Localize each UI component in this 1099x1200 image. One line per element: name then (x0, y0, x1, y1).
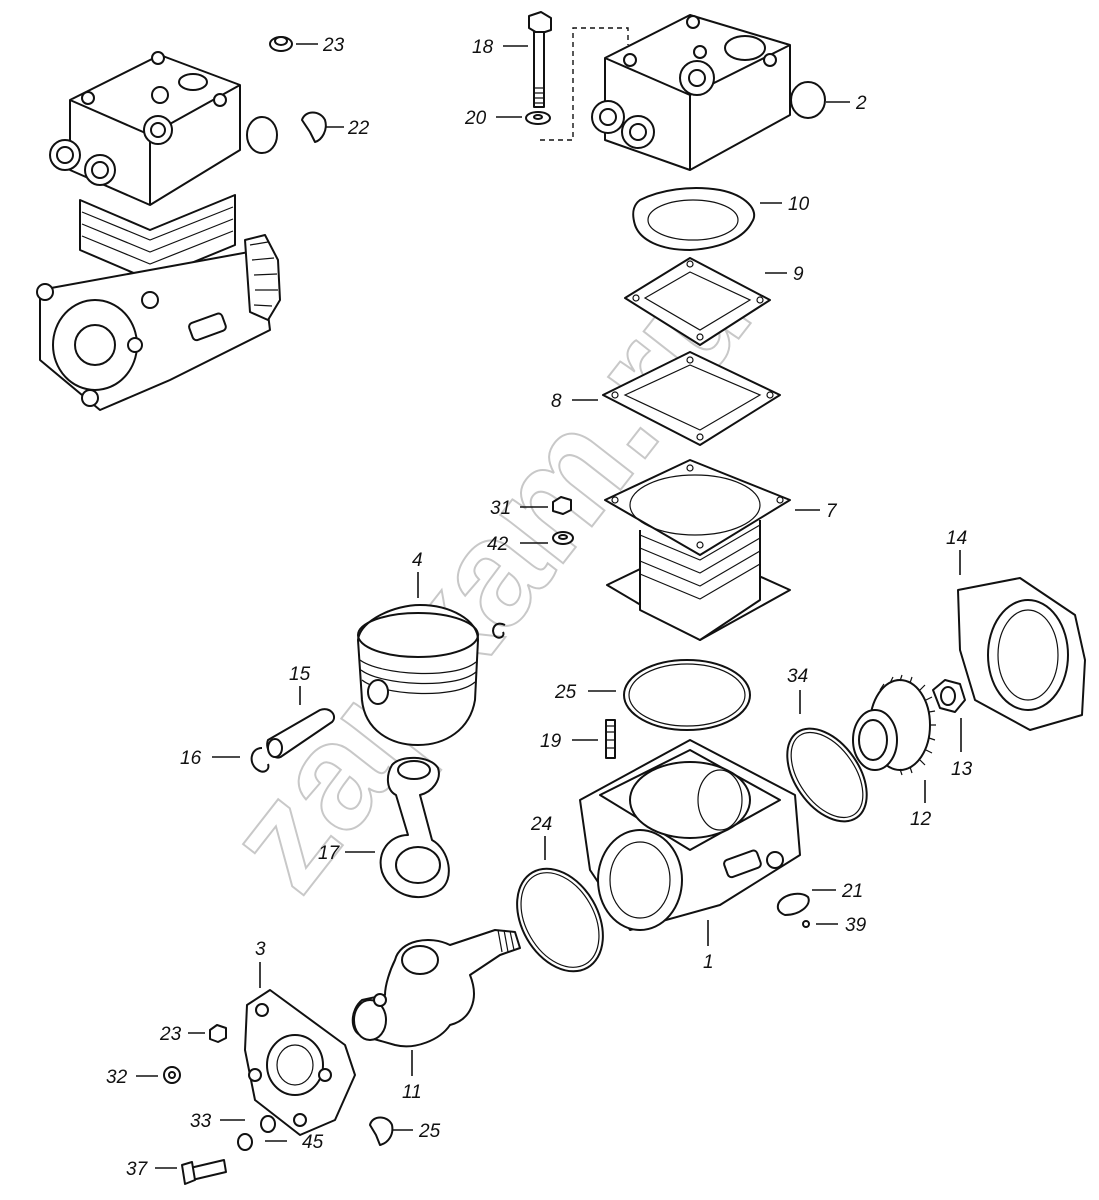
part-21-cover-plate (776, 892, 810, 916)
part-12-gear (852, 674, 936, 776)
part-33-washer (260, 1115, 276, 1133)
part-2-cylinder-head (591, 14, 826, 171)
label-part-19: 19 (540, 731, 562, 752)
assembled-compressor (36, 51, 281, 411)
label-part-37: 37 (126, 1159, 149, 1180)
label-part-2: 2 (855, 93, 867, 114)
part-45-washer (237, 1133, 253, 1151)
label-part-16: 16 (180, 748, 202, 769)
part-11-crankshaft (351, 929, 521, 1048)
label-part-22: 22 (347, 118, 370, 139)
label-part-14: 14 (946, 528, 967, 549)
label-part-32: 32 (106, 1067, 128, 1088)
part-25-clip-bottom (369, 1116, 394, 1146)
label-part-13: 13 (951, 759, 973, 780)
part-34-o-ring (786, 727, 868, 823)
label-part-21: 21 (841, 881, 863, 902)
label-part-1: 1 (703, 952, 714, 973)
label-part-9: 9 (793, 264, 804, 285)
label-part-8: 8 (551, 391, 562, 412)
label-part-25-mid: 25 (554, 682, 577, 703)
part-14-housing (957, 577, 1086, 731)
leader-lines (136, 43, 962, 1169)
label-part-18: 18 (472, 37, 494, 58)
part-4-piston (357, 604, 479, 746)
label-part-4: 4 (412, 550, 423, 571)
label-part-15: 15 (289, 664, 311, 685)
label-part-39: 39 (845, 915, 867, 936)
part-16-clip (250, 747, 270, 773)
part-20-washer (525, 111, 551, 125)
part-3-end-cover (244, 989, 356, 1136)
part-17-connecting-rod (379, 756, 450, 899)
label-part-20: 20 (464, 108, 487, 129)
label-part-12: 12 (910, 809, 932, 830)
label-part-23-top: 23 (322, 35, 345, 56)
part-42-washer (552, 531, 574, 545)
label-part-42: 42 (487, 534, 509, 555)
part-15-pin (266, 708, 336, 759)
label-part-31: 31 (490, 498, 511, 519)
part-37-bolt (181, 1159, 227, 1185)
label-part-33: 33 (190, 1111, 212, 1132)
part-25-o-ring (623, 659, 751, 731)
part-1-crankcase (579, 739, 801, 931)
label-part-3: 3 (255, 939, 266, 960)
label-part-34: 34 (787, 666, 808, 687)
part-22-clip (301, 111, 327, 143)
part-39-screw (802, 920, 810, 928)
part-7-cylinder (604, 459, 791, 641)
part-10-gasket (632, 187, 755, 251)
label-part-7: 7 (826, 501, 838, 522)
part-13-nut (932, 679, 966, 713)
label-part-17: 17 (318, 843, 341, 864)
part-8-gasket (602, 351, 781, 446)
part-31-nut (552, 496, 572, 515)
label-part-11: 11 (402, 1082, 422, 1103)
part-23-nut-bottom (209, 1024, 227, 1043)
label-part-45: 45 (302, 1132, 324, 1153)
part-19-stud (605, 719, 616, 759)
part-piston-ring-clip (492, 622, 506, 639)
part-9-gasket (624, 257, 771, 346)
part-23-nut-top (269, 36, 293, 52)
part-24-o-ring (516, 867, 604, 973)
part-18-bolt (528, 11, 552, 108)
part-32-washer (163, 1066, 181, 1084)
assembly-bracket (540, 27, 629, 141)
part-labels: 23 22 18 20 2 10 9 8 7 31 42 4 15 16 17 … (106, 35, 973, 1180)
label-part-10: 10 (788, 194, 810, 215)
label-part-24: 24 (530, 814, 552, 835)
label-part-25-bottom: 25 (418, 1121, 441, 1142)
label-part-23-bottom: 23 (159, 1024, 182, 1045)
